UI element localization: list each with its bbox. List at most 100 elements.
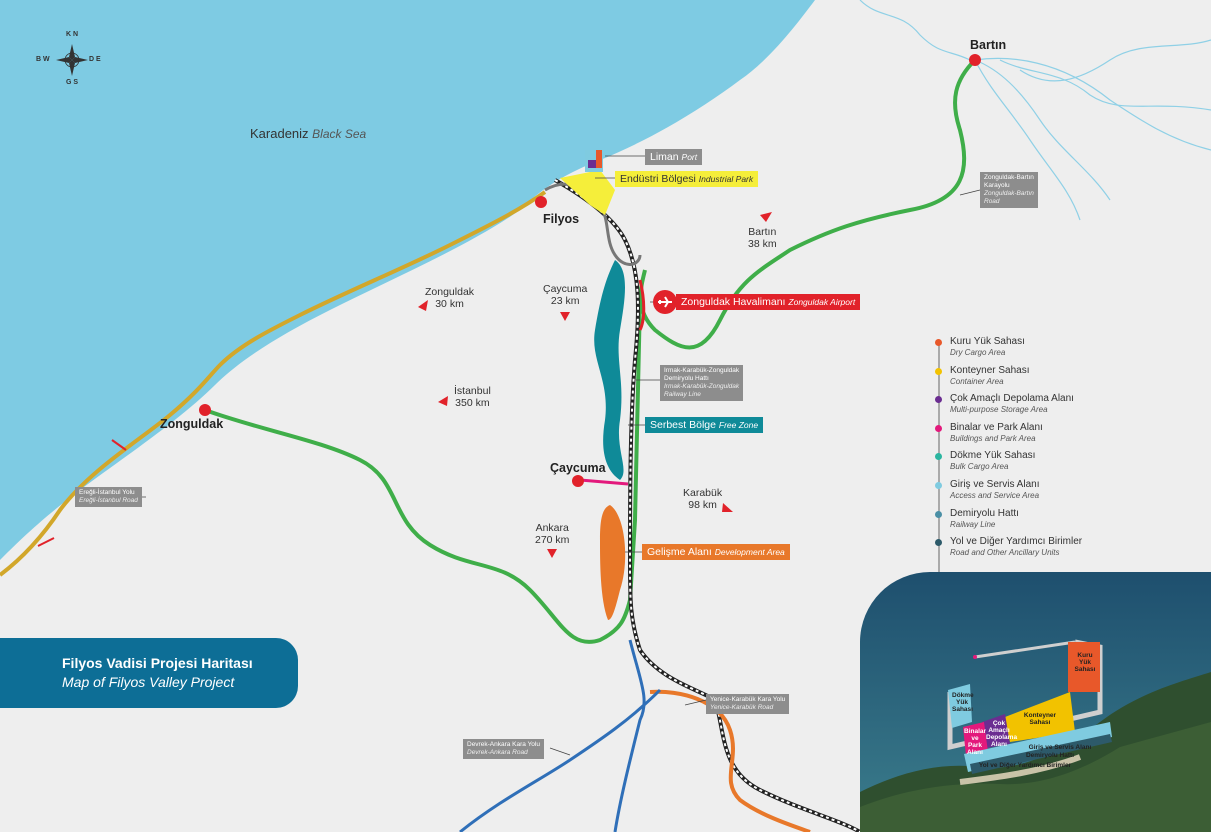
city-marker-bartin[interactable] [969, 54, 981, 66]
legend-label-tr: Konteyner Sahası [950, 364, 1030, 376]
satellite-image [860, 572, 1211, 832]
roadbox-yenice-en: Yenice-Karabük Road [710, 704, 774, 711]
satellite-inset: Kuru Yük Sahası Dökme Yük Sahası Konteyn… [860, 572, 1211, 832]
legend-swatch [935, 539, 942, 547]
airport-icon [653, 290, 677, 314]
roadbox-yenice: Yenice-Karabük Kara Yolu Yenice-Karabük … [706, 694, 790, 714]
callout-port[interactable]: Liman Port [645, 149, 703, 165]
city-marker-caycuma[interactable] [572, 475, 584, 487]
callout-development-tr: Gelişme Alanı [647, 546, 712, 558]
legend-label-tr: Yol ve Diğer Yardımcı Birimler [950, 536, 1083, 548]
sea-name-en: Black Sea [312, 127, 367, 141]
callout-freezone[interactable]: Serbest Bölge Free Zone [645, 417, 764, 433]
inset-label-dry: Kuru Yük Sahası [1074, 652, 1096, 673]
distance-caycuma-km: 23 km [550, 295, 580, 307]
legend-label-tr: Binalar ve Park Alanı [950, 421, 1043, 433]
blue-roads [459, 639, 662, 832]
map-title-tr: Filyos Vadisi Projesi Haritası [62, 655, 253, 671]
green-roads [204, 58, 977, 644]
distance-caycuma: Çaycuma 23 km [543, 283, 587, 307]
roadbox-railway-en2: Railway Line [664, 391, 701, 398]
distance-bartin: Bartın 38 km [748, 226, 777, 250]
compass: K N G S D E B W [36, 31, 102, 88]
distance-ankara: Ankara 270 km [535, 522, 569, 546]
callout-port-en: Port [681, 152, 698, 162]
legend-item: Demiryolu Hattı Railway Line [935, 508, 1105, 537]
legend-swatch [935, 424, 942, 432]
yenice-road [649, 689, 811, 832]
roadbox-bartin-en2: Road [984, 198, 1000, 205]
distance-istanbul-km: 350 km [455, 397, 490, 409]
roadbox-eregli: Ereğli-İstanbul Yolu Ereğli-İstanbul Roa… [75, 487, 142, 507]
city-marker-zonguldak[interactable] [199, 404, 211, 416]
legend-label-en: Bulk Cargo Area [950, 462, 1009, 472]
legend-swatch [935, 510, 942, 518]
callout-port-tr: Liman [650, 151, 679, 163]
legend-item: Binalar ve Park Alanı Buildings and Park… [935, 422, 1105, 451]
legend-item: Çok Amaçlı Depolama Alanı Multi-purpose … [935, 393, 1105, 422]
distance-zonguldak: Zonguldak 30 km [425, 286, 474, 310]
distance-karabuk: Karabük 98 km [683, 487, 722, 511]
roadbox-railway-en1: Irmak-Karabük-Zonguldak [664, 383, 740, 390]
callout-airport-en: Zonguldak Airport [788, 297, 856, 307]
callout-development-en: Development Area [714, 547, 785, 557]
inset-label-access: Giriş ve Servis Alanı [1028, 744, 1092, 751]
city-label-filyos: Filyos [543, 212, 580, 226]
callout-development[interactable]: Gelişme Alanı Development Area [642, 544, 790, 560]
legend-item: Dökme Yük Sahası Bulk Cargo Area [935, 450, 1105, 479]
distance-istanbul: İstanbul 350 km [454, 385, 491, 409]
roadbox-railway: Irmak-Karabük-Zonguldak Demiryolu Hattı … [660, 365, 744, 401]
legend-label-en: Container Area [950, 376, 1004, 386]
distance-bartin-city: Bartın [748, 226, 777, 238]
free-zone-area [594, 260, 625, 480]
roadbox-eregli-tr: Ereğli-İstanbul Yolu [79, 489, 135, 496]
city-label-caycuma: Çaycuma [550, 461, 606, 475]
legend-swatch [935, 481, 942, 489]
distance-zonguldak-km: 30 km [435, 298, 464, 310]
roadbox-bartin-tr1: Zonguldak-Bartın [984, 174, 1034, 181]
compass-rose-icon [56, 44, 88, 76]
distance-ankara-km: 270 km [535, 534, 570, 546]
distance-karabuk-city: Karabük [683, 487, 723, 499]
port-area [585, 150, 603, 172]
roadbox-bartin-en1: Zonguldak-Bartın [984, 190, 1034, 197]
city-label-zonguldak: Zonguldak [160, 417, 224, 431]
airport-strip [638, 279, 646, 331]
legend-swatch [935, 367, 942, 375]
legend-label-tr: Dökme Yük Sahası [950, 450, 1036, 462]
legend-label-en: Access and Service Area [950, 490, 1040, 500]
sea-name-tr: Karadeniz [250, 126, 309, 141]
direction-arrows [418, 212, 772, 558]
legend-label-en: Railway Line [950, 519, 996, 529]
legend-label-tr: Çok Amaçlı Depolama Alanı [950, 393, 1074, 405]
legend-item: Yol ve Diğer Yardımcı Birimler Road and … [935, 536, 1105, 565]
legend-item: Konteyner Sahası Container Area [935, 365, 1105, 394]
industrial-zone [560, 170, 615, 215]
compass-east: D E [89, 56, 101, 63]
roadbox-railway-tr1: Irmak-Karabük-Zonguldak [664, 367, 740, 374]
callout-industrial-en: Industrial Park [698, 174, 754, 184]
legend-label-en: Buildings and Park Area [950, 433, 1036, 443]
coastal-road [0, 190, 547, 577]
callout-freezone-en: Free Zone [718, 420, 759, 430]
roadbox-bartin-tr2: Karayolu [984, 182, 1010, 189]
development-area [600, 505, 626, 620]
distance-karabuk-km: 98 km [688, 499, 717, 511]
roadbox-devrek-tr: Devrek-Ankara Kara Yolu [467, 741, 540, 748]
rivers [859, 0, 1211, 221]
inset-label-multi: Çok Amaçlı Depolama Alanı [986, 720, 1018, 748]
distance-bartin-km: 38 km [748, 238, 777, 250]
compass-north: K N [66, 31, 79, 38]
distance-zonguldak-city: Zonguldak [425, 286, 475, 298]
railway-line [554, 178, 862, 832]
legend-item: Kuru Yük Sahası Dry Cargo Area [935, 336, 1105, 365]
roadbox-eregli-en: Ereğli-İstanbul Road [79, 497, 138, 504]
legend-swatch [935, 396, 942, 404]
city-marker-filyos[interactable] [535, 196, 547, 208]
roadbox-devrek-en: Devrek-Ankara Road [467, 749, 528, 756]
callout-industrial-tr: Endüstri Bölgesi [620, 173, 696, 185]
callout-industrial[interactable]: Endüstri Bölgesi Industrial Park [615, 171, 759, 187]
map-title-en: Map of Filyos Valley Project [62, 674, 235, 690]
callout-airport[interactable]: Zonguldak Havalimanı Zonguldak Airport [676, 294, 861, 310]
inset-label-container: Konteyner Sahası [1023, 712, 1057, 726]
